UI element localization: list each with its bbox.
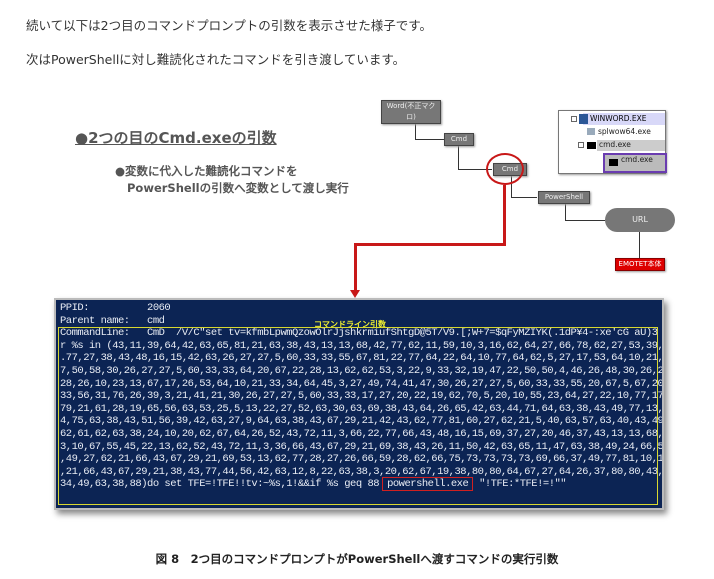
terminal-line: r %s in (43,11,39,64,42,63,65,81,21,63,3… [60, 339, 664, 352]
terminal-line: 33,56,31,76,26,39,3,21,41,21,30,26,27,27… [60, 390, 664, 403]
terminal-line: 7,50,58,30,26,27,27,5,60,33,33,64,20,67,… [60, 364, 664, 377]
commandline-highlight [58, 327, 658, 505]
tree-item-winword: WINWORD.EXE [590, 114, 647, 123]
terminal-text: 34,49,63,38,88)do set TFE=!TFE!!tv:~%s,1… [60, 478, 380, 491]
app-icon [587, 128, 595, 135]
node-cmd-1: Cmd [444, 133, 474, 146]
terminal-line: 4,75,63,38,43,51,56,39,42,63,27,9,64,63,… [60, 415, 664, 428]
paragraph-1: 続いて以下は2つ目のコマンドプロンプトの引数を表示させた様子です。 [26, 18, 432, 33]
node-url-cloud: URL [605, 208, 675, 232]
terminal-line: Parent name: cmd [60, 314, 165, 327]
terminal-line: ,21,66,43,67,29,21,38,43,77,44,56,42,63,… [60, 465, 664, 478]
node-powershell: PowerShell [538, 191, 590, 204]
terminal-line: ,49,27,62,21,66,43,67,29,21,69,53,13,62,… [60, 453, 664, 466]
terminal-line: 79,21,61,28,19,65,56,63,53,25,5,13,22,27… [60, 402, 664, 415]
terminal-line: .77,27,38,43,48,16,15,42,63,26,27,27,5,6… [60, 352, 664, 365]
word-icon [579, 114, 588, 124]
bullet-1: ●変数に代入した難読化コマンドを [115, 164, 298, 178]
tree-item-cmd-1: cmd.exe [599, 140, 631, 149]
figure-caption: 図 8 2つ目のコマンドプロンプトがPowerShellへ渡すコマンドの実行引数 [155, 552, 559, 566]
highlight-circle [486, 153, 524, 185]
collapse-icon [571, 116, 577, 122]
tree-item-splwow: splwow64.exe [598, 127, 651, 136]
terminal-label: コマンドライン引数 [314, 320, 386, 329]
process-tree: WINWORD.EXE splwow64.exe cmd.exe cmd.exe [558, 110, 667, 174]
console-icon [587, 142, 596, 149]
terminal-line: 3,10,67,55,45,22,13,62,52,43,72,11,3,36,… [60, 440, 664, 453]
paragraph-2: 次はPowerShellに対し難読化されたコマンドを引き渡しています。 [26, 52, 406, 67]
figure-heading: ●2つの目のCmd.exeの引数 [75, 129, 277, 147]
collapse-icon [578, 142, 584, 148]
terminal-line: 28,26,10,23,13,67,17,26,53,64,10,21,33,3… [60, 377, 664, 390]
terminal-line: PPID: 2060 [60, 302, 171, 314]
terminal-line: 62,61,62,63,38,24,10,20,62,67,64,26,52,4… [60, 427, 664, 440]
node-emotet: EMOTET本体 [615, 258, 665, 271]
tree-item-cmd-2: cmd.exe [621, 155, 653, 164]
terminal-text: "!TFE:*TFE!=!"" [473, 478, 567, 491]
console-icon [609, 159, 618, 166]
node-word: Word(不正マクロ) [381, 100, 441, 124]
powershell-highlight: powershell.exe [382, 477, 474, 492]
bullet-2: PowerShellの引数へ変数として渡し実行 [127, 181, 349, 195]
terminal-line-last: 34,49,63,38,88)do set TFE=!TFE!!tv:~%s,1… [56, 477, 662, 492]
terminal-line: CommandLine: CmD /V/C"set tv=kfmbLpwmQzo… [60, 327, 658, 340]
